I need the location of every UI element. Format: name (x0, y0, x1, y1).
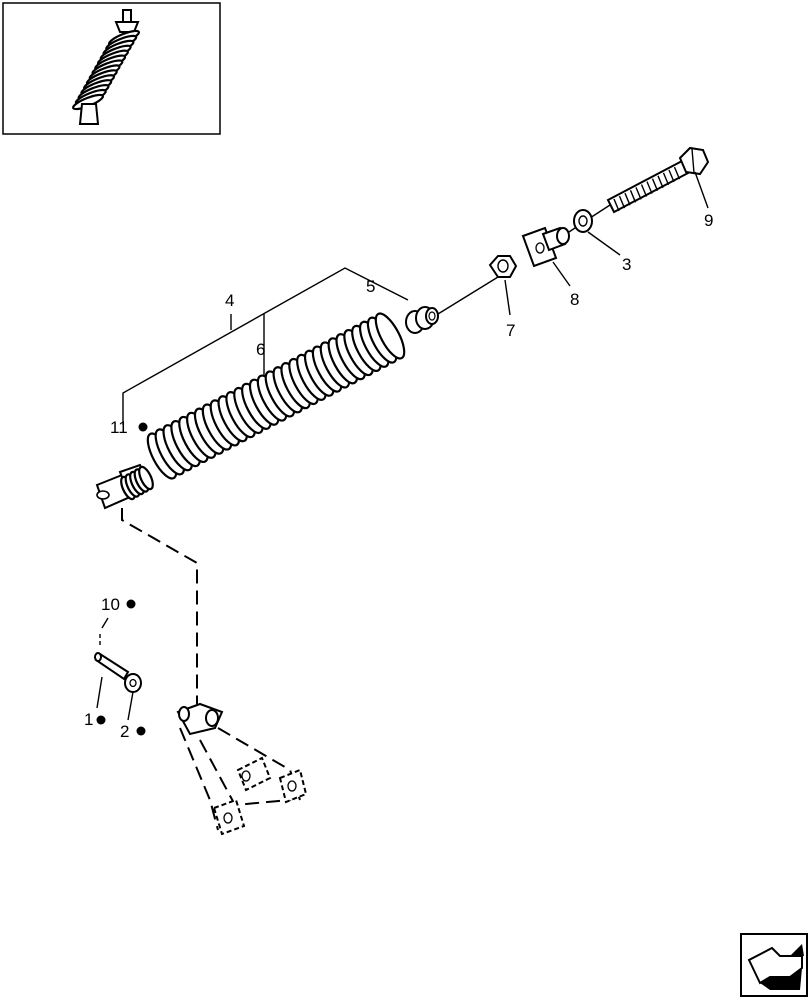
bolt-thread (629, 190, 637, 203)
callout-6-label: 6 (256, 340, 265, 359)
callout-8-label: 8 (570, 290, 579, 309)
threaded-bolt (606, 146, 710, 214)
bracket-plate (521, 226, 570, 268)
spring-retainer (405, 306, 439, 334)
spring-assembly-thumbnail-icon (2, 2, 221, 135)
washer (573, 209, 593, 233)
leader-lines-lower (96, 617, 134, 721)
bolt-thread (640, 184, 648, 197)
connection-dashed-line (121, 508, 198, 715)
spring-coil (374, 312, 406, 360)
mounting-bracket (176, 702, 308, 836)
coil-spring (146, 312, 406, 480)
hex-nut (488, 255, 518, 278)
callout-11-marker-dot (138, 422, 148, 432)
callout-1-label: 1 (84, 710, 93, 729)
callout-10-marker-dot (126, 599, 136, 609)
bolt-thread (657, 175, 664, 189)
callout-9-label: 9 (704, 211, 713, 230)
callout-7-label: 7 (506, 321, 515, 340)
clevis-rod-end (95, 463, 154, 510)
bolt-thread (646, 181, 653, 194)
bolt-thread (651, 178, 659, 191)
clevis-pin (94, 652, 130, 681)
callout-2-label: 2 (120, 722, 129, 741)
bolt-thread (624, 192, 631, 206)
bolt-thread (635, 187, 642, 200)
callout-1-marker-dot (96, 715, 106, 725)
leader-lines-upper (504, 171, 709, 316)
callout-11-label: 11 (110, 418, 128, 437)
pin-washer (124, 673, 142, 693)
callout-5-label: 5 (366, 277, 375, 296)
callout-4-label: 4 (225, 291, 234, 310)
bolt-thread (673, 166, 681, 180)
bolt-thread (662, 172, 670, 186)
callout-3-label: 3 (622, 255, 631, 274)
previous-page-arrow-icon[interactable] (740, 933, 808, 997)
callout-2-marker-dot (136, 726, 146, 736)
callout-10-label: 10 (101, 595, 120, 614)
bolt-thread (618, 195, 626, 209)
bolt-thread (668, 169, 675, 183)
clevis-thread (138, 465, 154, 491)
bolt-thread (613, 198, 620, 212)
